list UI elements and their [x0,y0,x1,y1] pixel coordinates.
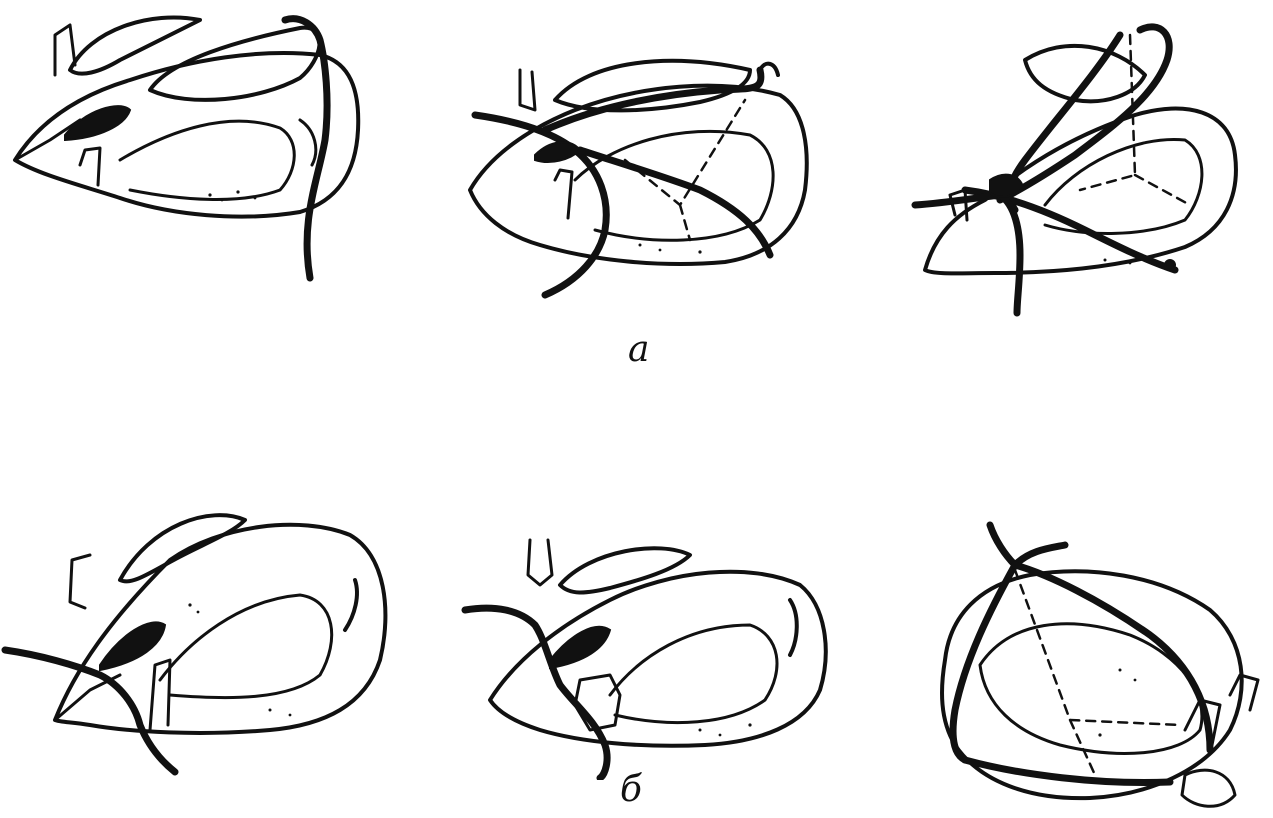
trussed-bird-b1 [0,500,400,780]
trussed-bird-a2 [460,40,820,305]
caption-row-a: а [628,332,649,368]
trussed-bird-b2 [460,530,840,780]
trussed-bird-a1 [0,0,380,300]
trussed-bird-a3 [905,15,1250,320]
trussed-bird-b3 [920,520,1265,815]
caption-row-b: б [620,772,642,808]
